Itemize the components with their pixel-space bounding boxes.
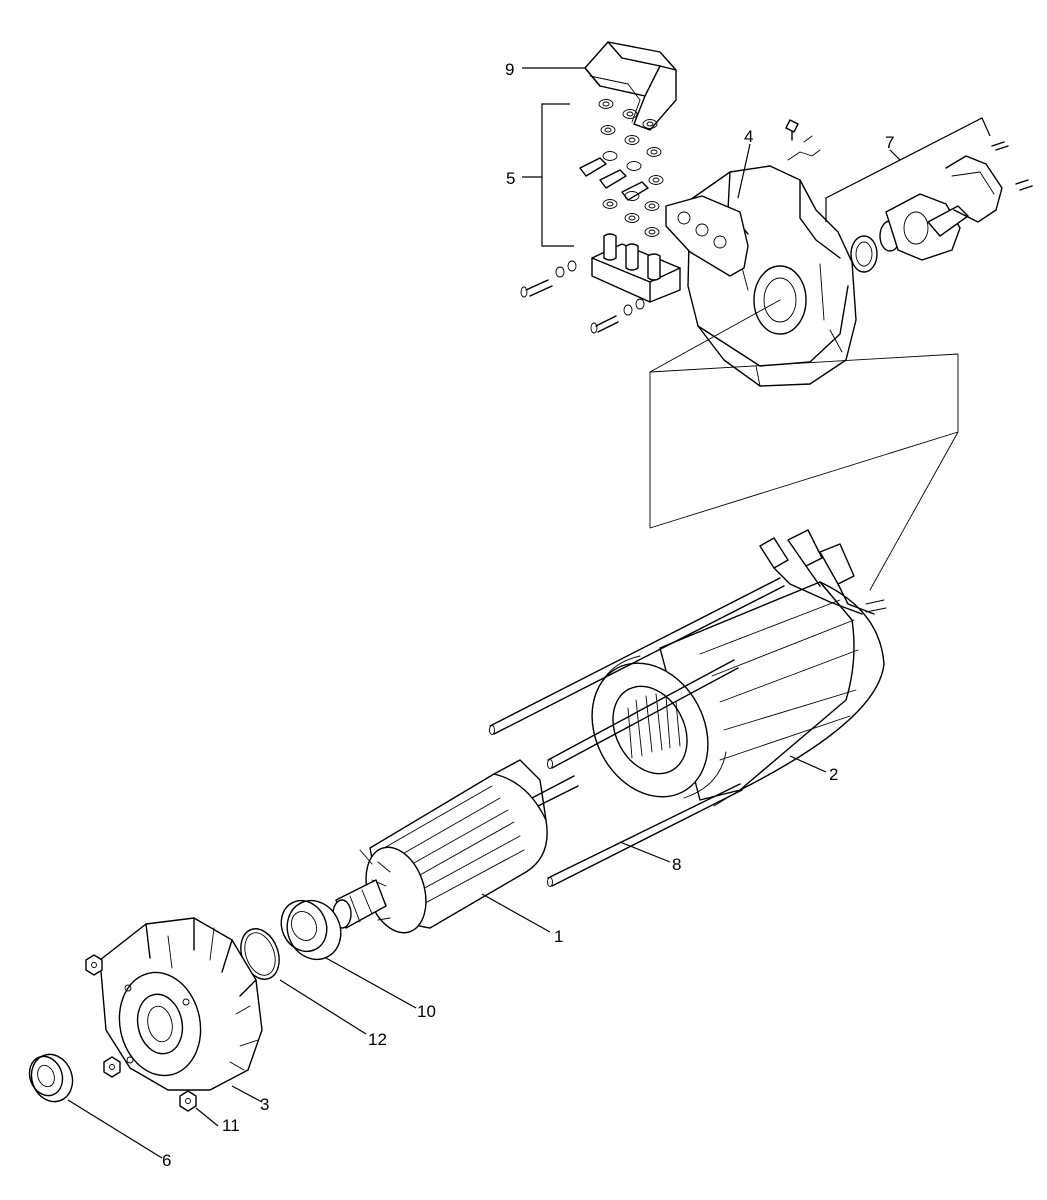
- callout-1: 1: [554, 927, 563, 946]
- callout-10: 10: [417, 1002, 436, 1021]
- callout-9: 9: [505, 60, 514, 79]
- part-5-terminal-block: [520, 99, 681, 334]
- part-4-end-shield: [665, 119, 857, 387]
- callout-8: 8: [672, 855, 681, 874]
- callout-6: 6: [162, 1151, 171, 1170]
- callout-11: 11: [222, 1116, 240, 1135]
- part-1-rotor: [332, 759, 579, 934]
- part-9-terminal-cover: [584, 41, 677, 131]
- part-6-shaft-seal: [28, 1053, 74, 1103]
- part-8-tie-rods: [489, 577, 785, 887]
- part-11-nuts: [85, 954, 197, 1112]
- callout-12: 12: [368, 1030, 387, 1049]
- part-3-front-end-shield: [99, 917, 263, 1091]
- part-10-bearing: [280, 899, 342, 961]
- part-2-stator-housing: [591, 529, 887, 807]
- part-7-brush-holder: [850, 141, 1033, 273]
- callout-4: 4: [744, 127, 753, 146]
- assembly-guide-line: [649, 299, 959, 591]
- leader-lines: [67, 67, 991, 1159]
- callout-7: 7: [885, 133, 894, 152]
- callout-5: 5: [506, 169, 515, 188]
- callout-3: 3: [260, 1095, 269, 1114]
- callout-2: 2: [829, 765, 838, 784]
- callout-labels: 9 5 4 7 2 8 1 10 12 3 11 6: [162, 60, 894, 1170]
